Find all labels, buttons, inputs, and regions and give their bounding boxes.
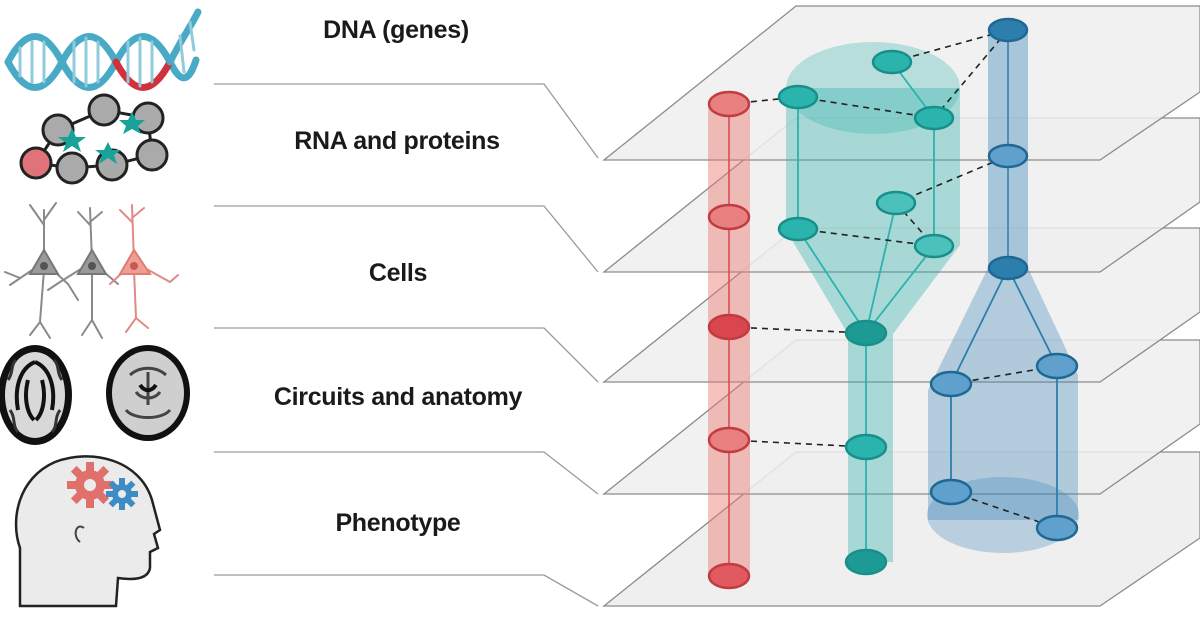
red-node (707, 562, 751, 590)
blue-node (987, 17, 1029, 43)
blue-node (1035, 352, 1079, 380)
teal-node (871, 49, 913, 75)
blue-node (929, 370, 973, 398)
neuron-cells-icon (4, 202, 179, 339)
blue-node (987, 255, 1029, 281)
red-node (707, 90, 751, 118)
teal-node (844, 319, 888, 347)
teal-node (777, 84, 819, 110)
rna-protein-network-icon (19, 93, 169, 185)
blue-node (929, 478, 973, 506)
blue-node (987, 143, 1029, 169)
solid-links (797, 61, 1058, 562)
teal-node (777, 216, 819, 242)
blue-nodes (929, 17, 1079, 542)
label-cells: Cells (369, 259, 427, 287)
red-nodes (707, 90, 751, 590)
label-phenotype: Phenotype (335, 509, 460, 537)
brain-mri-scan-icon (0, 345, 190, 445)
teal-node (875, 190, 917, 216)
red-node (707, 426, 751, 454)
label-circuits-anatomy: Circuits and anatomy (274, 383, 523, 411)
red-node (707, 203, 751, 231)
blue-node (1035, 514, 1079, 542)
teal-nodes (777, 49, 955, 576)
teal-node (844, 548, 888, 576)
leader-lines (214, 83, 599, 607)
head-gears-icon (14, 455, 162, 608)
dashed-links (728, 29, 1058, 529)
red-node (707, 313, 751, 341)
label-dna: DNA (genes) (323, 16, 469, 44)
label-rna-proteins: RNA and proteins (294, 127, 499, 155)
teal-node (844, 433, 888, 461)
teal-node (913, 233, 955, 259)
teal-node (913, 105, 955, 131)
dna-helix-icon (4, 8, 202, 91)
